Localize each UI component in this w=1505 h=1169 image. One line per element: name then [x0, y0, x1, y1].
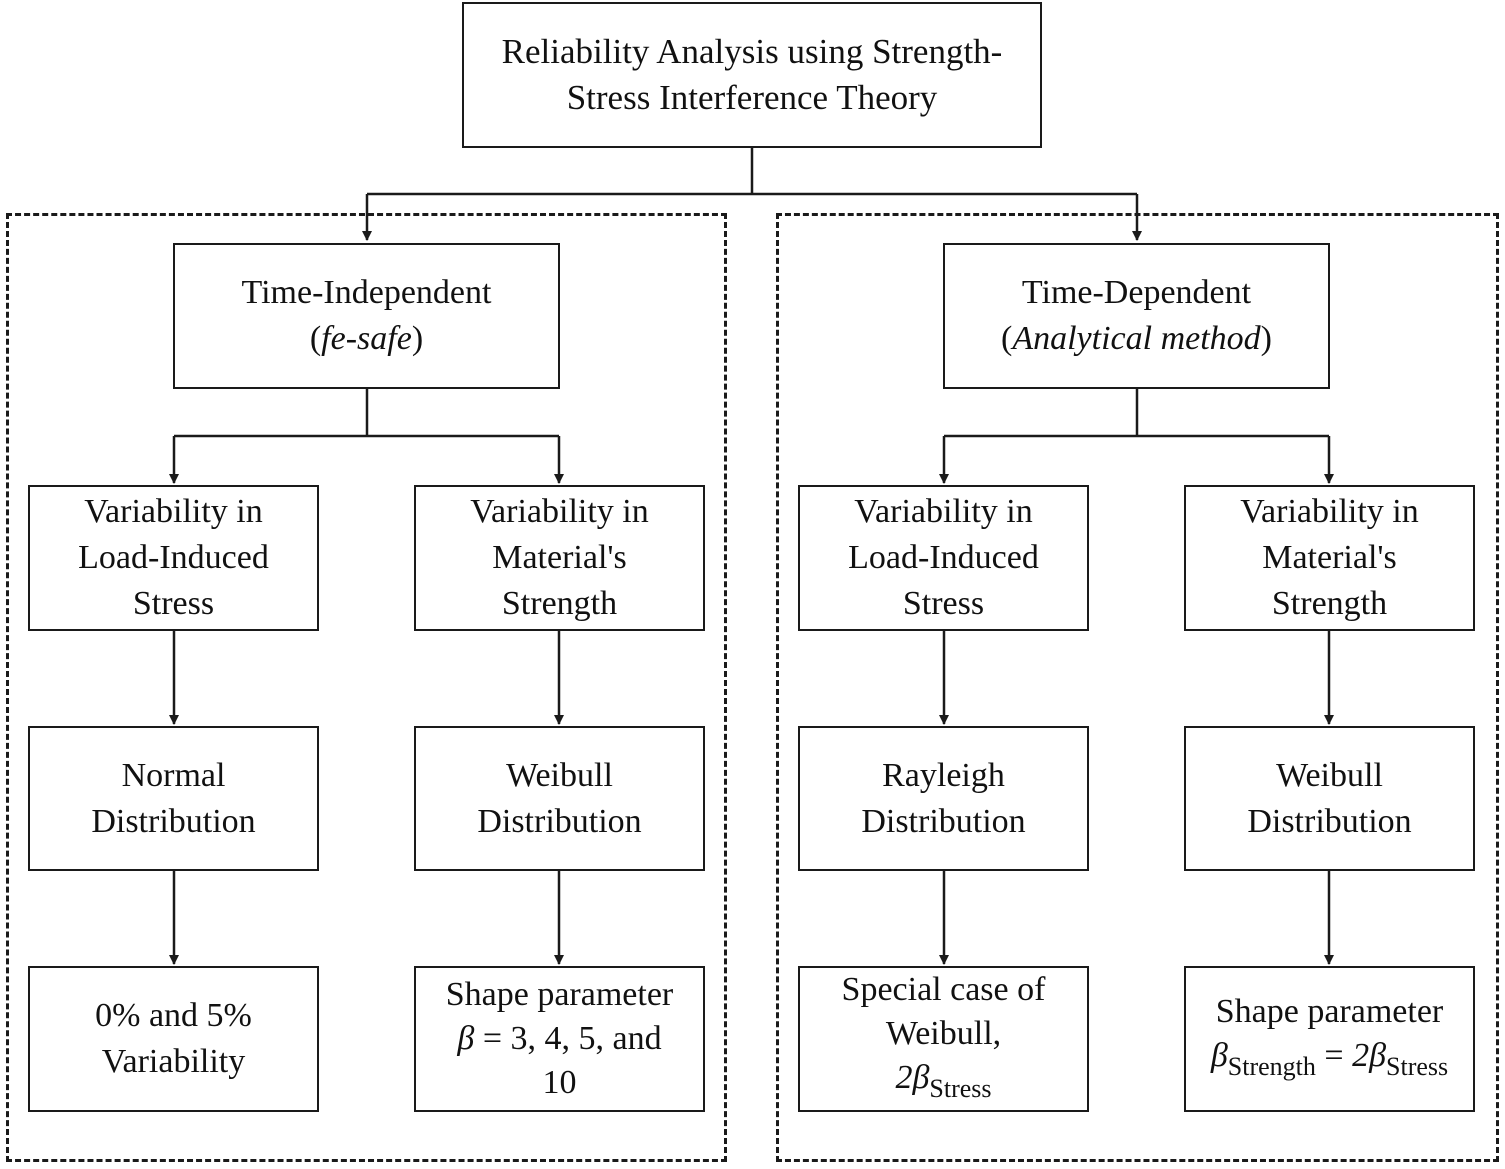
left-stress-detail-box: 0% and 5% Variability [28, 966, 319, 1112]
left-strength-detail-box: Shape parameter β = 3, 4, 5, and 10 [414, 966, 705, 1112]
time-independent-method: (fe-safe) [309, 320, 424, 357]
time-dependent-title: Time-Dependent [1021, 274, 1252, 311]
right-strength-variability-box: Variability in Material's Strength [1184, 485, 1475, 631]
time-independent-group [6, 213, 727, 1162]
root-line-1: Reliability Analysis using Strength- [501, 32, 1003, 71]
right-stress-variability-box: Variability in Load-Induced Stress [798, 485, 1089, 631]
left-stress-variability-box: Variability in Load-Induced Stress [28, 485, 319, 631]
right-weibull-distribution-box: Weibull Distribution [1184, 726, 1475, 871]
rayleigh-distribution-box: Rayleigh Distribution [798, 726, 1089, 871]
time-dependent-method: (Analytical method) [1001, 320, 1272, 357]
left-weibull-distribution-box: Weibull Distribution [414, 726, 705, 871]
right-stress-detail-box: Special case of Weibull, 2βStress [798, 966, 1089, 1112]
time-dependent-box: Time-Dependent (Analytical method) [943, 243, 1330, 389]
root-line-2: Stress Interference Theory [566, 78, 938, 117]
normal-distribution-box: Normal Distribution [28, 726, 319, 871]
right-strength-detail-box: Shape parameter βStrength = 2βStress [1184, 966, 1475, 1112]
time-dependent-group [776, 213, 1499, 1162]
root-box: Reliability Analysis using Strength- Str… [462, 2, 1042, 148]
time-independent-title: Time-Independent [241, 274, 492, 311]
left-strength-variability-box: Variability in Material's Strength [414, 485, 705, 631]
time-independent-box: Time-Independent (fe-safe) [173, 243, 560, 389]
